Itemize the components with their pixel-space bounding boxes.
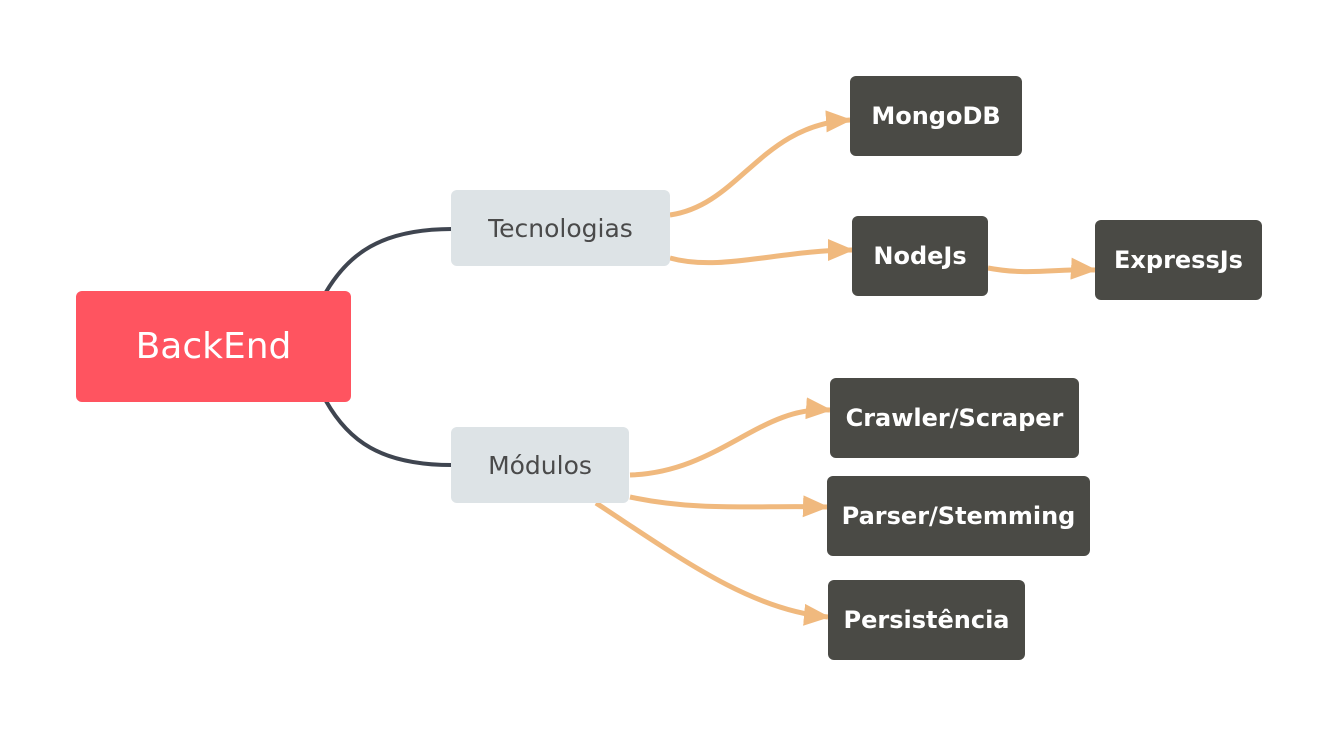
arrow-modulos-persistencia [594,500,830,626]
leaf-node-crawler-scraper: Crawler/Scraper [830,378,1079,458]
leaf-node-label: Crawler/Scraper [845,404,1064,432]
arrow-nodejs-expressjs [987,257,1097,280]
branch-node-label: Tecnologias [488,213,633,243]
branch-node-modulos: Módulos [451,427,629,503]
arrow-tecnologias-nodejs [669,239,854,266]
root-node-label: BackEnd [135,326,292,367]
leaf-node-label: NodeJs [873,242,967,270]
leaf-node-label: MongoDB [871,102,1001,130]
connector-root-modulos [324,400,453,467]
branch-node-label: Módulos [488,450,592,480]
connector-root-tecnologias [324,227,453,294]
root-node-backend: BackEnd [76,291,351,402]
branch-node-tecnologias: Tecnologias [451,190,670,266]
leaf-node-nodejs: NodeJs [852,216,988,296]
leaf-node-label: ExpressJs [1114,246,1243,274]
arrow-modulos-parser [629,494,829,518]
leaf-node-label: Parser/Stemming [841,502,1076,530]
arrow-tecnologias-mongodb [669,110,852,218]
arrow-modulos-crawler [629,397,832,478]
leaf-node-mongodb: MongoDB [850,76,1022,156]
leaf-node-label: Persistência [843,606,1010,634]
leaf-node-parser-stemming: Parser/Stemming [827,476,1090,556]
leaf-node-expressjs: ExpressJs [1095,220,1262,300]
leaf-node-persistencia: Persistência [828,580,1025,660]
